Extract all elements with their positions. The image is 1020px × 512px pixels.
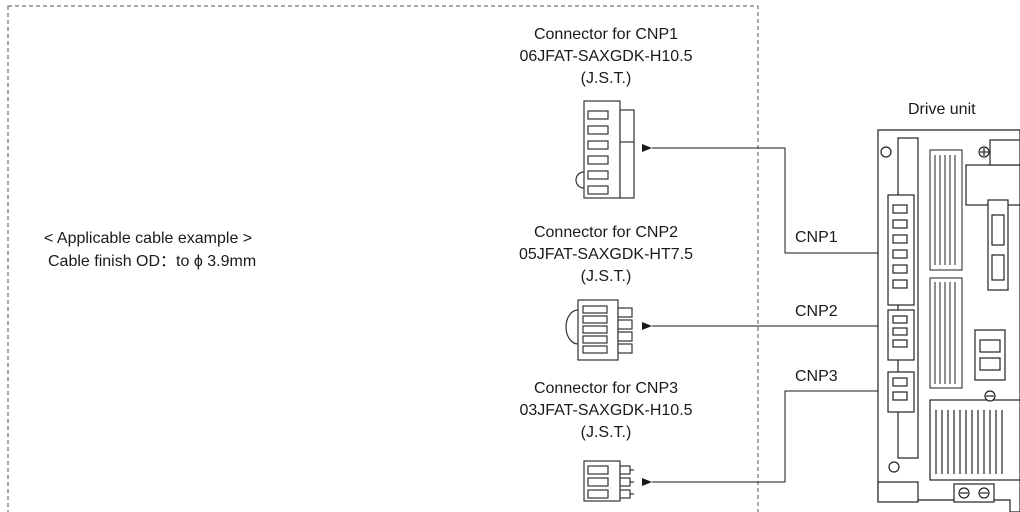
port-label-cnp3: CNP3 (795, 368, 838, 385)
connector-cnp2-icon (565, 299, 633, 361)
connector-cnp2-caption: Connector for CNP2 05JFAT-SAXGDK-HT7.5 (… (496, 222, 716, 288)
connector-cnp1-part: 06JFAT-SAXGDK-H10.5 (519, 48, 693, 65)
connector-cnp3-icon (583, 460, 634, 502)
connector-cnp2-maker: (J.S.T.) (580, 268, 632, 285)
port-label-cnp1: CNP1 (795, 229, 838, 246)
connector-cnp1-maker: (J.S.T.) (580, 70, 632, 87)
leader-cnp1 (642, 144, 885, 254)
connector-cnp3-title: Connector for CNP3 (533, 380, 679, 397)
connector-cnp3-caption: Connector for CNP3 03JFAT-SAXGDK-H10.5 (… (496, 378, 716, 444)
connector-cnp3-part: 03JFAT-SAXGDK-H10.5 (519, 402, 693, 419)
cable-example-heading: < Applicable cable example > (44, 230, 253, 247)
connector-cnp1-icon (575, 100, 635, 199)
connector-cnp1-caption: Connector for CNP1 06JFAT-SAXGDK-H10.5 (… (496, 24, 716, 90)
drive-unit-label: Drive unit (908, 101, 976, 118)
connector-cnp2-title: Connector for CNP2 (533, 224, 679, 241)
connector-cnp1-title: Connector for CNP1 (533, 26, 679, 43)
leader-cnp3 (642, 390, 885, 486)
port-label-cnp2: CNP2 (795, 303, 838, 320)
connector-cnp2-part: 05JFAT-SAXGDK-HT7.5 (519, 246, 693, 263)
drive-unit-illustration (877, 129, 1020, 512)
connector-cnp3-maker: (J.S.T.) (580, 424, 632, 441)
cable-finish-od: Cable finish OD：to ϕ 3.9mm (48, 253, 257, 270)
dashed-boundary (7, 5, 759, 512)
